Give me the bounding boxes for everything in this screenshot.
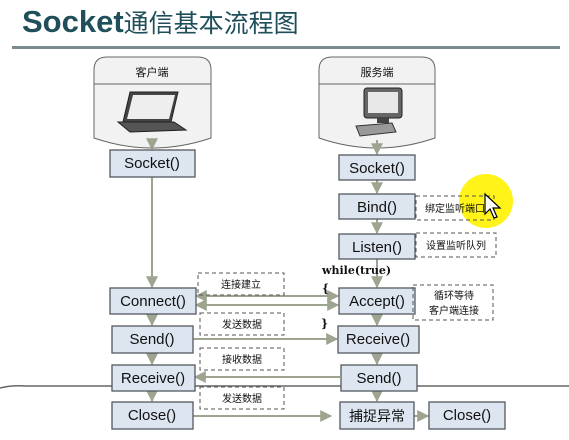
title-underline	[12, 46, 560, 49]
server-send-label: Send()	[356, 370, 401, 387]
note-connect: 连接建立	[221, 278, 261, 291]
note-bind: 绑定监听端口	[425, 202, 485, 215]
client-header: 客户端	[93, 56, 212, 149]
note-send2-box	[199, 386, 285, 410]
client-connect-label: Connect()	[120, 293, 186, 310]
server-header: 服务端	[318, 56, 436, 149]
server-catch-box	[339, 401, 415, 430]
client-close-label: Close()	[128, 407, 176, 424]
title-cjk: 通信基本流程图	[123, 9, 299, 38]
server-accept-box	[338, 287, 416, 315]
server-receive-label: Receive()	[346, 331, 410, 348]
loop-label: while(true)	[321, 264, 391, 277]
client-header-label: 客户端	[136, 65, 169, 79]
server-listen-box	[338, 233, 416, 260]
server-receive-box	[337, 325, 420, 354]
client-send-box	[111, 325, 194, 354]
page-title: Socket通信基本流程图	[22, 4, 299, 44]
server-socket-box	[338, 154, 416, 181]
desktop-computer-icon	[355, 87, 403, 137]
client-socket-label: Socket()	[124, 155, 180, 172]
note-listen: 设置监听队列	[426, 239, 486, 252]
client-close-box	[111, 401, 194, 430]
server-bind-box	[338, 193, 416, 220]
note-accept-line2: 客户端连接	[429, 304, 479, 317]
note-listen-box	[415, 232, 497, 258]
note-send1: 发送数据	[222, 318, 262, 331]
bottom-curve-line	[0, 385, 569, 389]
title-latin: Socket	[22, 4, 124, 39]
loop-open-brace: {	[322, 282, 329, 295]
note-send2: 发送数据	[222, 392, 262, 405]
note-accept-line1: 循环等待	[434, 289, 474, 302]
laptop-icon	[116, 91, 188, 133]
server-send-box	[340, 364, 418, 392]
client-connect-box	[109, 287, 197, 315]
server-header-label: 服务端	[361, 66, 394, 79]
client-receive-label: Receive()	[121, 370, 185, 387]
server-catch-label: 捕捉异常	[349, 409, 405, 425]
note-connect-box	[197, 272, 285, 296]
server-listen-label: Listen()	[352, 239, 402, 256]
server-close-box	[428, 401, 506, 430]
note-bind-box	[415, 195, 495, 221]
note-accept-box	[412, 284, 494, 321]
mouse-cursor-icon	[484, 192, 502, 219]
server-close-label: Close()	[443, 407, 491, 424]
client-socket-box	[109, 149, 196, 178]
note-recv-box	[199, 347, 285, 371]
server-socket-label: Socket()	[349, 160, 405, 177]
server-accept-label: Accept()	[349, 293, 405, 310]
server-bind-label: Bind()	[357, 199, 397, 216]
client-receive-box	[111, 364, 196, 392]
loop-close-brace: }	[321, 317, 328, 330]
note-send1-box	[199, 312, 285, 336]
note-recv: 接收数据	[222, 353, 262, 366]
client-send-label: Send()	[129, 331, 174, 348]
